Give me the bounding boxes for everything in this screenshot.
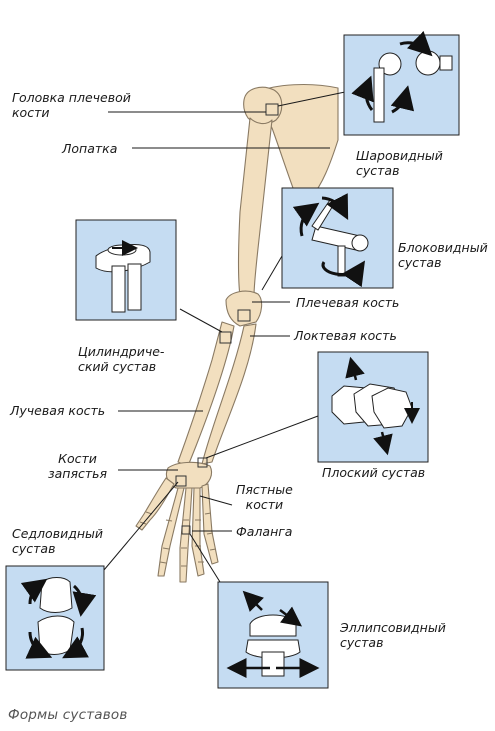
label-humerus-head-line2: кости: [12, 105, 50, 120]
label-ball-joint-line1: Шаровидный: [356, 148, 443, 163]
label-radius: Лучевая кость: [10, 403, 106, 418]
humerus-head-bone: [243, 86, 283, 125]
leader-lines: [103, 91, 346, 583]
label-humerus: Плечевая кость: [296, 295, 400, 310]
humerus-bone: [237, 117, 273, 297]
radius-bone: [177, 321, 235, 467]
label-hinge-joint-line2: сустав: [398, 255, 442, 270]
label-saddle-joint-line2: сустав: [12, 541, 56, 556]
arm-skeleton: [135, 83, 339, 583]
label-scapula: Лопатка: [62, 141, 118, 156]
ellipsoid-joint-inset: [217, 581, 329, 689]
figure-caption: Формы суставов: [8, 707, 128, 723]
label-phalanx: Фаланга: [236, 524, 293, 539]
label-humerus-head-line1: Головка плечевой: [12, 90, 131, 105]
label-pivot-joint: Цилиндриче- ский сустав: [78, 344, 164, 374]
label-pivot-joint-line1: Цилиндриче-: [78, 344, 165, 359]
label-plane-joint: Плоский сустав: [322, 465, 426, 480]
finger-4: [191, 487, 205, 577]
label-carpals-line1: Кости: [58, 451, 97, 466]
label-ball-joint: Шаровидный сустав: [356, 148, 443, 178]
label-ellipsoid-joint-line1: Эллипсовидный: [340, 620, 446, 635]
label-ellipsoid-joint-line2: сустав: [340, 635, 384, 650]
label-metacarpals: Пястные кости: [236, 482, 293, 512]
label-saddle-joint-line1: Седловидный: [12, 526, 103, 541]
ball-joint-inset: [343, 30, 460, 136]
label-ulna: Локтевая кость: [294, 328, 397, 343]
label-hinge-joint-line1: Блоковидный: [398, 240, 488, 255]
ulna-bone: [201, 323, 257, 465]
label-humerus-head: Головка плечевой кости: [12, 90, 131, 120]
label-carpals: Кости запястья: [48, 451, 107, 481]
hinge-joint-inset: [281, 187, 394, 289]
finger-3: [179, 487, 193, 583]
label-metacarpals-line2: кости: [245, 497, 284, 512]
elbow-bone: [225, 290, 263, 327]
label-metacarpals-line1: Пястные: [236, 482, 293, 497]
saddle-joint-inset: [5, 565, 105, 671]
pivot-joint-inset: [75, 219, 177, 321]
label-pivot-joint-line2: ский сустав: [78, 359, 157, 374]
label-saddle-joint: Седловидный сустав: [12, 526, 103, 556]
label-carpals-line2: запястья: [48, 466, 108, 481]
label-ball-joint-line2: сустав: [356, 163, 400, 178]
finger-5: [201, 483, 219, 565]
label-hinge-joint: Блоковидный сустав: [398, 240, 488, 270]
finger-2: [157, 487, 185, 577]
label-ellipsoid-joint: Эллипсовидный сустав: [340, 620, 446, 650]
plane-joint-inset: [317, 351, 429, 463]
